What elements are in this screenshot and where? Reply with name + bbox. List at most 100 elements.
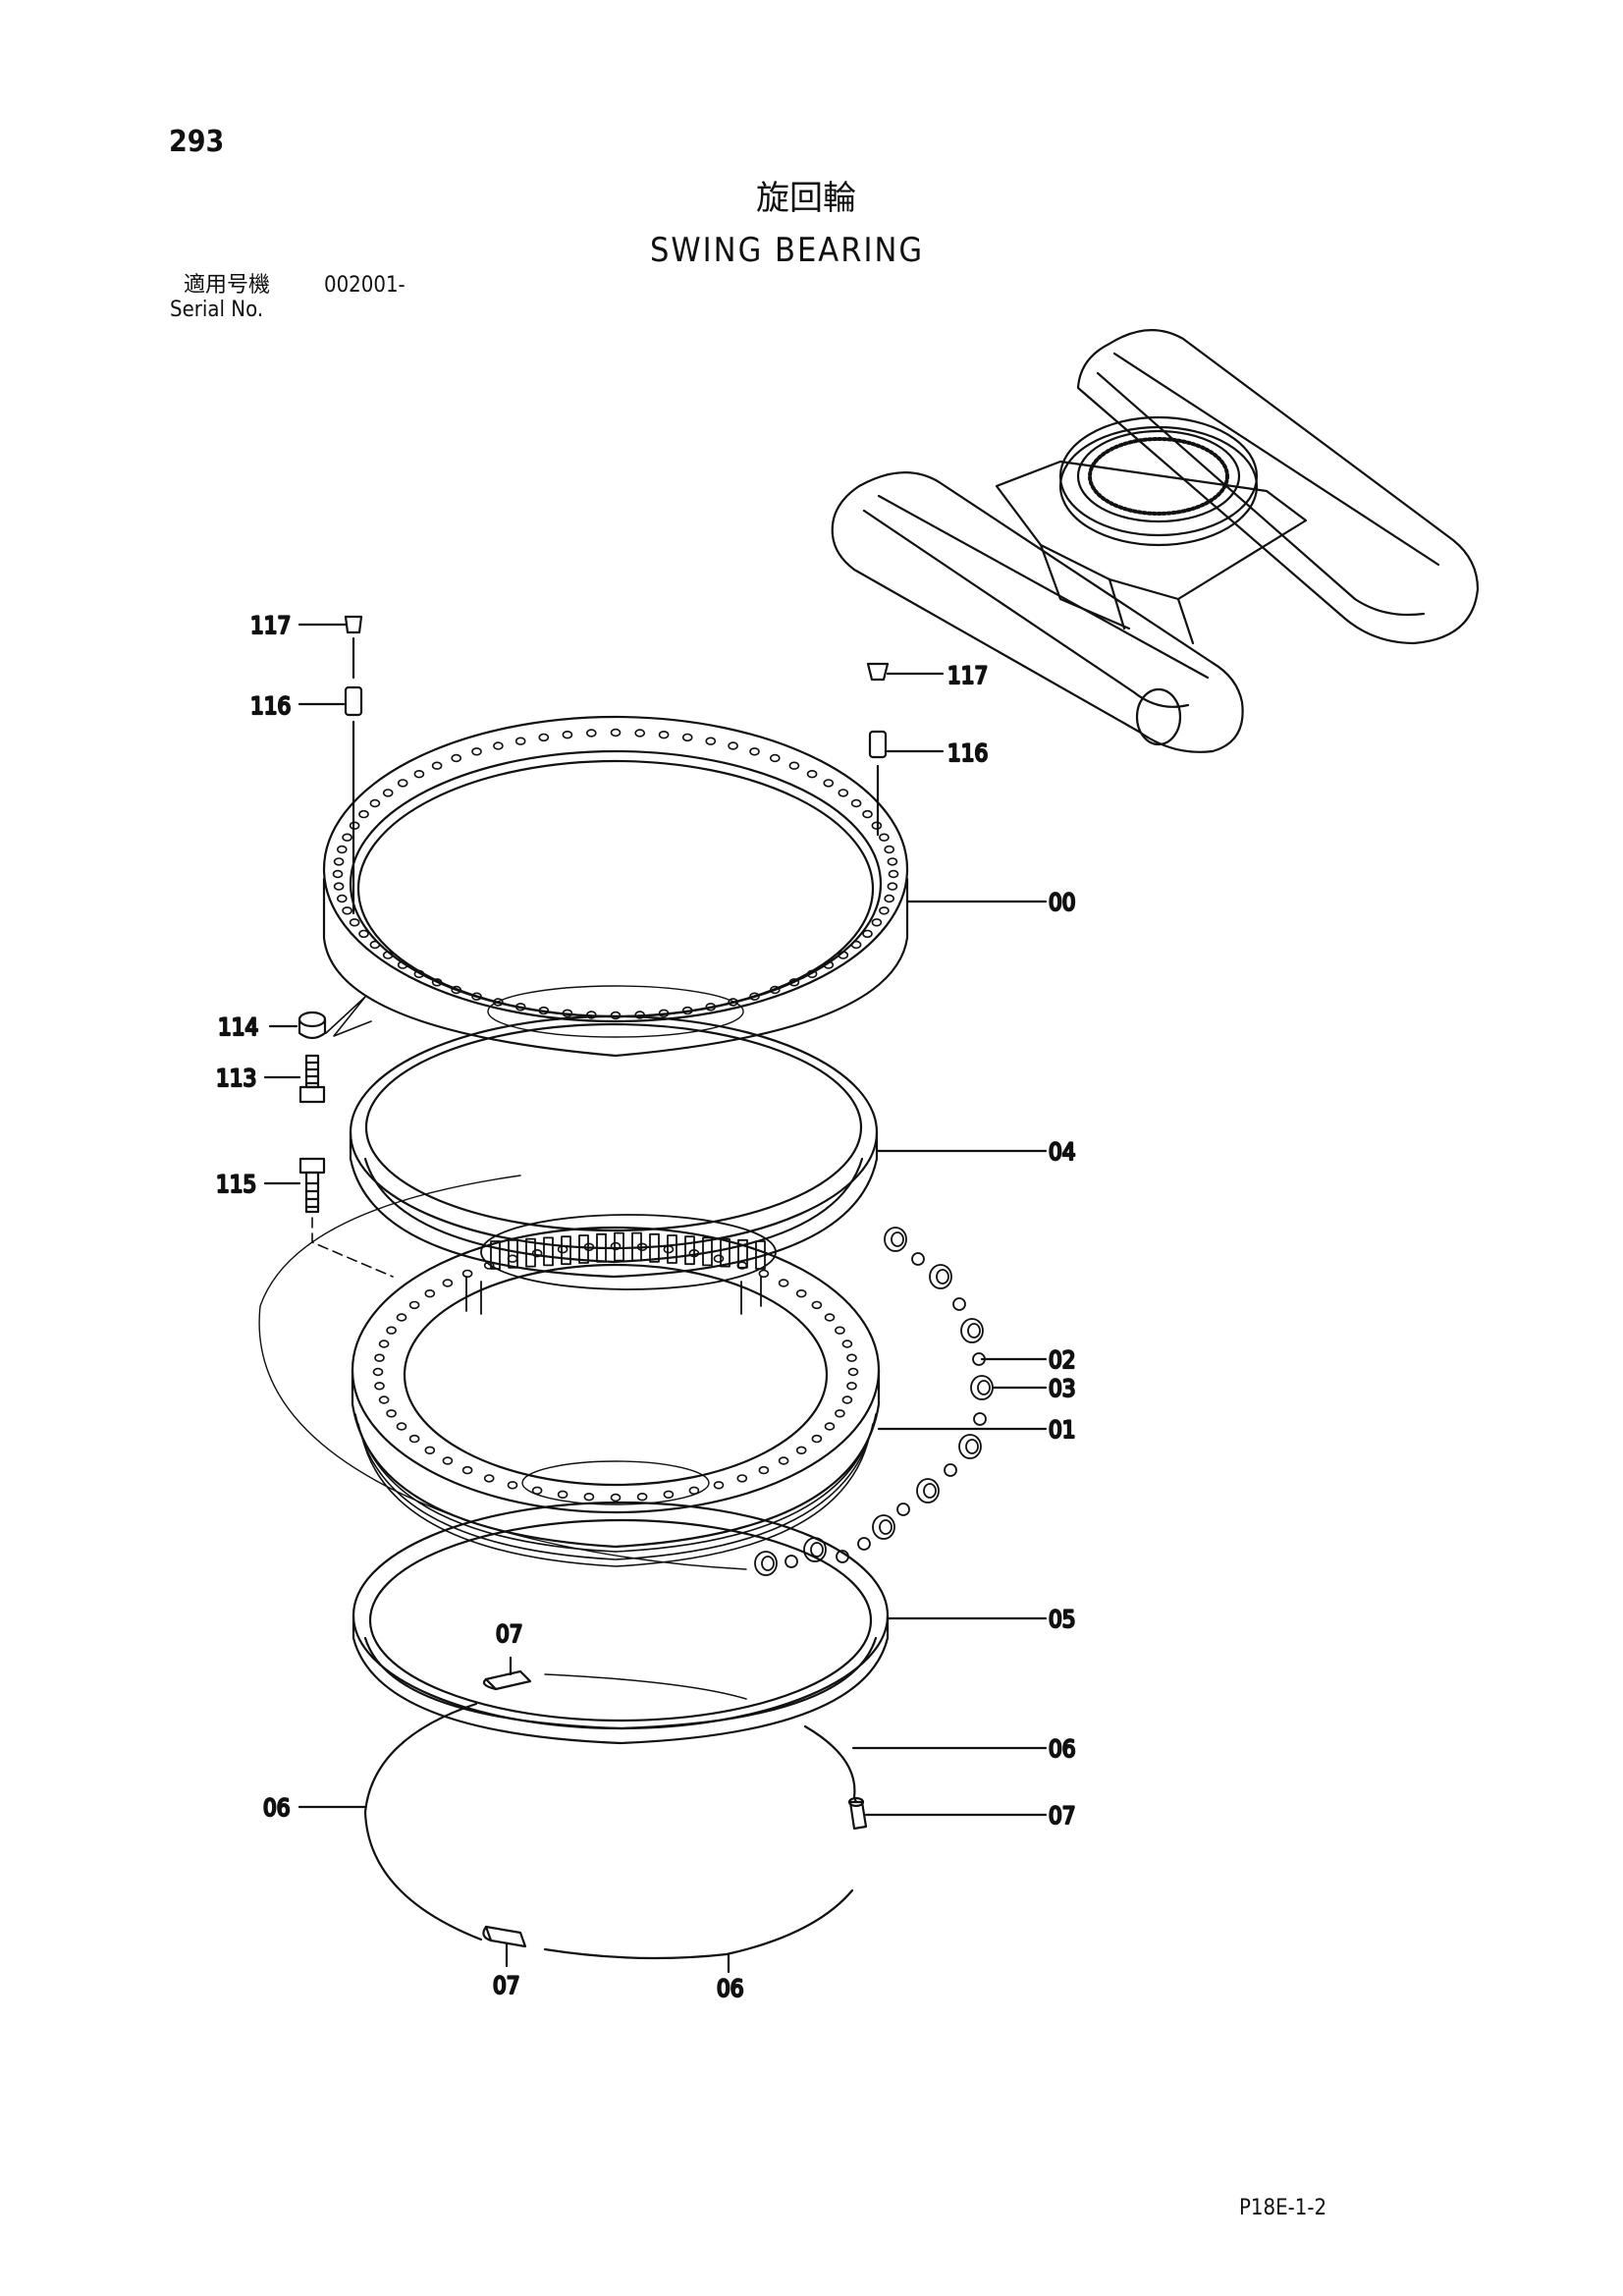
bolt-hole: [557, 1490, 568, 1500]
callout-06-bottom: 06: [717, 1975, 743, 2002]
bolt-hole: [688, 1486, 700, 1496]
part-04-seal: [349, 1014, 879, 1279]
bolt-hole: [705, 1003, 717, 1011]
bolt-hole: [538, 1006, 550, 1015]
bearing-spacer: [916, 1478, 940, 1503]
bolt-hole: [850, 940, 862, 950]
bolt-hole: [493, 741, 504, 750]
bearing-spacer: [970, 1375, 994, 1400]
part-114: [268, 1011, 327, 1040]
bolt-hole: [806, 969, 818, 978]
bolt-hole: [431, 761, 443, 770]
callout-04: 04: [1049, 1138, 1075, 1166]
bolt-hole: [397, 960, 408, 969]
bolt-hole: [871, 918, 883, 927]
bolt-hole: [663, 1490, 675, 1500]
bolt-hole: [736, 1261, 748, 1270]
bolt-hole: [583, 1242, 595, 1252]
bolt-hole: [788, 978, 800, 987]
bolt-hole: [811, 1434, 823, 1444]
bearing-ball: [911, 1252, 925, 1266]
callout-07-right: 07: [1049, 1802, 1075, 1830]
bolt-hole: [442, 1279, 454, 1287]
bolt-hole: [681, 733, 693, 742]
bearing-ball: [857, 1537, 871, 1551]
bolt-hole: [728, 741, 738, 750]
callout-113: 113: [216, 1065, 256, 1092]
bolt-hole: [749, 747, 760, 756]
callout-05: 05: [1049, 1606, 1075, 1633]
part-117-right: [866, 662, 945, 682]
bolt-hole: [862, 929, 873, 939]
bolt-hole: [713, 1481, 725, 1490]
bolt-hole: [806, 769, 818, 779]
part-116-left: [298, 685, 363, 915]
callout-115: 115: [216, 1171, 256, 1198]
part-117-left: [298, 615, 363, 680]
page-code: P18E-1-2: [1239, 2196, 1327, 2220]
bearing-spacer: [872, 1514, 895, 1540]
gear-tooth: [614, 1231, 624, 1262]
callout-117-right: 117: [947, 662, 988, 689]
bolt-hole: [562, 1009, 573, 1018]
bolt-hole: [846, 1353, 857, 1362]
bolt-hole: [795, 1446, 807, 1455]
gear-tooth: [631, 1231, 642, 1262]
bearing-spacer: [884, 1227, 907, 1252]
callout-114: 114: [218, 1013, 258, 1041]
bolt-hole: [372, 1367, 384, 1377]
gear-tooth: [578, 1234, 589, 1264]
bolt-hole: [333, 882, 345, 891]
bolt-hole: [424, 1446, 436, 1455]
bolt-hole: [382, 951, 394, 959]
bolt-hole: [483, 1474, 495, 1483]
bolt-hole: [397, 779, 408, 788]
gear-tooth: [737, 1238, 748, 1269]
bolt-hole: [610, 728, 622, 738]
bolt-hole: [413, 969, 425, 978]
bolt-hole: [788, 761, 800, 770]
gear-tooth: [543, 1236, 554, 1267]
bolt-hole: [634, 1011, 646, 1019]
page-number: 293: [169, 125, 225, 159]
bolt-hole: [514, 737, 526, 745]
bolt-hole: [749, 992, 760, 1001]
bolt-hole: [382, 789, 394, 797]
bolt-hole: [705, 737, 717, 745]
callout-116-left: 116: [250, 692, 291, 720]
bolt-hole: [585, 1011, 597, 1019]
callout-07-upper: 07: [496, 1620, 522, 1648]
bearing-spacer: [929, 1264, 952, 1289]
bolt-hole: [342, 833, 352, 842]
bolt-hole: [823, 960, 835, 969]
bolt-hole: [636, 1492, 648, 1502]
bolt-hole: [514, 1003, 526, 1011]
gear-tooth: [649, 1232, 660, 1263]
bolt-hole: [713, 1254, 725, 1263]
bolt-hole: [778, 1456, 789, 1465]
bolt-hole: [442, 1456, 454, 1465]
gear-tooth: [508, 1238, 518, 1269]
part-07-plug-upper: [482, 1656, 532, 1691]
serial-label-english: Serial No.: [170, 298, 264, 322]
bolt-hole: [795, 1288, 807, 1298]
bolt-hole: [769, 753, 781, 763]
part-113: [263, 1054, 326, 1104]
bolt-hole: [557, 1244, 568, 1254]
bolt-hole: [663, 1244, 675, 1254]
bolt-hole: [884, 845, 895, 854]
bearing-spacer: [958, 1434, 982, 1459]
bolt-hole: [658, 1009, 670, 1018]
bolt-hole: [811, 1300, 823, 1310]
bolt-hole: [583, 1492, 595, 1502]
bolt-hole: [386, 1326, 397, 1335]
bolt-hole: [879, 906, 890, 915]
bolt-hole: [658, 730, 670, 739]
bolt-hole: [493, 998, 504, 1007]
bolt-hole: [507, 1254, 518, 1263]
bolt-hole: [424, 1288, 436, 1298]
bolt-hole: [681, 1006, 693, 1015]
bolt-hole: [562, 730, 573, 739]
callout-06-left: 06: [263, 1794, 290, 1822]
